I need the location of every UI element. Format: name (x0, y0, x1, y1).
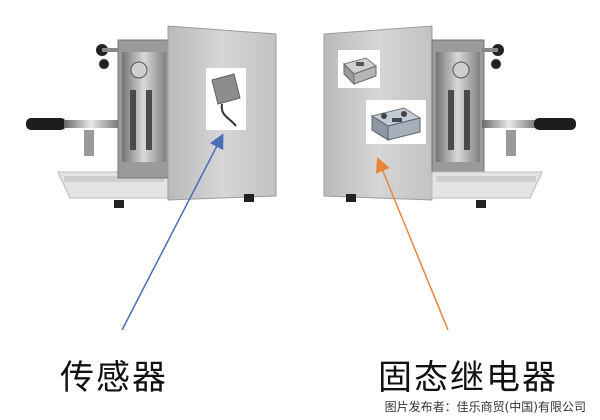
sensor-label: 传感器 (60, 358, 168, 398)
image-credit: 图片发布者：佳乐商贸(中国)有限公司 (384, 400, 586, 414)
left-espresso-machine (26, 25, 277, 208)
relay-arrow (375, 157, 449, 331)
relay-label: 固态继电器 (378, 358, 558, 398)
right-portafilter-handle (534, 118, 576, 130)
right-drip-tray (431, 171, 543, 199)
sensor-arrow (121, 133, 224, 331)
solid-state-relay-icon (343, 57, 378, 86)
solid-state-relay-icon (370, 107, 422, 141)
left-portafilter-handle (26, 118, 66, 130)
right-espresso-machine (323, 25, 576, 208)
sensor-module-icon (211, 73, 241, 127)
left-knob-mid (99, 59, 109, 69)
right-knob-mid (491, 59, 501, 69)
